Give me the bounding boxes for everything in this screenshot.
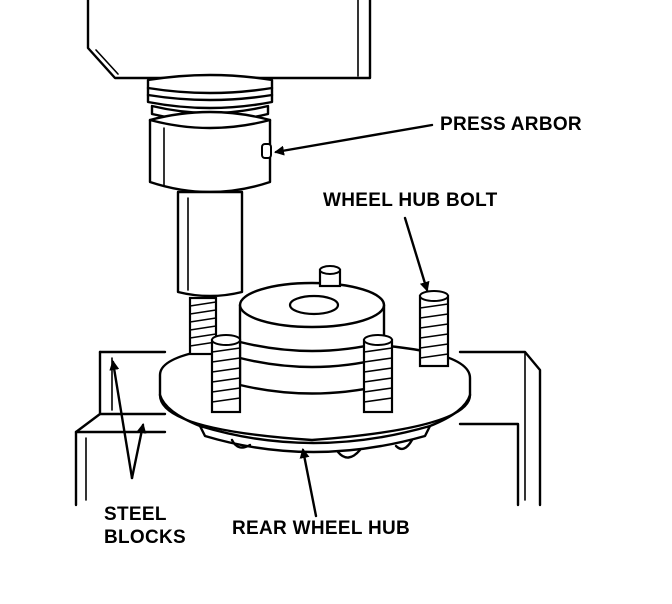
press-arbor-arrow [274,123,434,156]
rear-wheel-hub-label: REAR WHEEL HUB [232,518,411,539]
leader-arrows [109,123,434,518]
wheel-hub-bolt-arrow [403,216,430,292]
steel-blocks-arrow-lower [130,423,147,480]
steel-blocks-arrow-upper [109,360,134,480]
bolt-back-right [418,290,450,368]
press-arbor-label: PRESS ARBOR [440,114,582,135]
rear-bolt [318,265,342,288]
steel-blocks-label-line2: BLOCKS [104,527,187,548]
steel-blocks-label-line1: STEEL [104,504,167,525]
wheel-hub-bolts [188,290,450,414]
steel-blocks [74,350,542,507]
arbor-shaft [176,190,244,298]
press-arbor [148,110,272,194]
wheel-hub-bolt-label: WHEEL HUB BOLT [323,190,498,211]
bolt-front-right [362,334,394,414]
hub-center [238,281,386,395]
bolt-front-left [210,334,242,414]
rear-wheel-hub-arrow [299,448,318,518]
press-head [86,0,372,80]
